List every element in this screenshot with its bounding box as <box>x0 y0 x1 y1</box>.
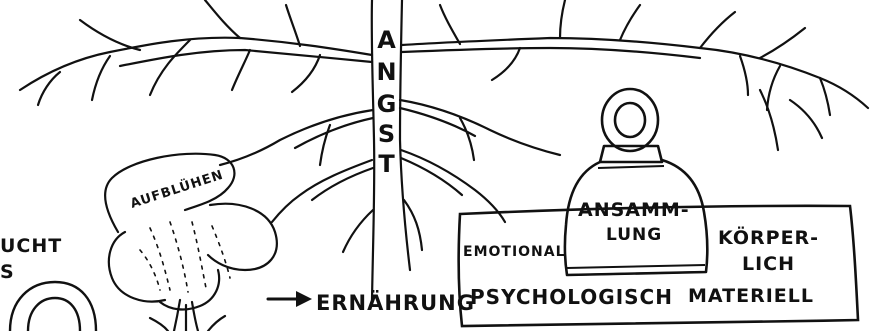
left-ring-inner <box>28 298 80 331</box>
label-psychologisch: PSYCHOLOGISCH <box>470 285 673 309</box>
weight <box>565 89 707 275</box>
flower-right-petal <box>208 204 277 270</box>
label-koerperlich-line-2: LICH <box>742 253 795 275</box>
left-fragment-text-1: UCHT <box>0 235 62 257</box>
root-branch-left-lower <box>220 110 373 165</box>
angst-letter-a: A <box>377 26 397 54</box>
label-materiell: MATERIELL <box>688 285 814 307</box>
weight-label-line-2: LUNG <box>606 225 662 245</box>
label-koerperlich-line-1: KÖRPER- <box>718 225 819 249</box>
angst-letter-n: N <box>376 58 397 86</box>
arrow-head-icon <box>296 291 312 307</box>
angst-letter-t: T <box>378 150 395 178</box>
flower-left-petal <box>109 232 165 302</box>
root-branch-right-lower <box>400 100 560 155</box>
root-branch-left-main <box>20 38 372 90</box>
angst-label: A N G S T <box>376 26 397 178</box>
left-ring-outer <box>10 282 96 331</box>
weight-ring-inner <box>615 103 645 137</box>
angst-letter-s: S <box>378 120 396 148</box>
weight-ring-outer <box>602 89 658 151</box>
angst-letter-g: G <box>377 90 398 118</box>
weight-neck <box>600 146 662 162</box>
root-trunk-left-edge <box>372 0 375 300</box>
left-fragment: UCHT S <box>0 235 96 331</box>
weight-label-line-1: ANSAMM- <box>578 199 690 221</box>
flower-bottom-petal <box>160 270 219 309</box>
flower-stem-left <box>174 300 180 331</box>
root-system <box>20 0 868 300</box>
label-emotional: EMOTIONAL <box>463 244 566 260</box>
root-trunk-right-edge <box>400 0 410 270</box>
nutrition-label: ERNÄHRUNG <box>316 290 475 315</box>
left-fragment-text-2: S <box>0 261 15 283</box>
nutrition-arrow <box>268 291 312 307</box>
